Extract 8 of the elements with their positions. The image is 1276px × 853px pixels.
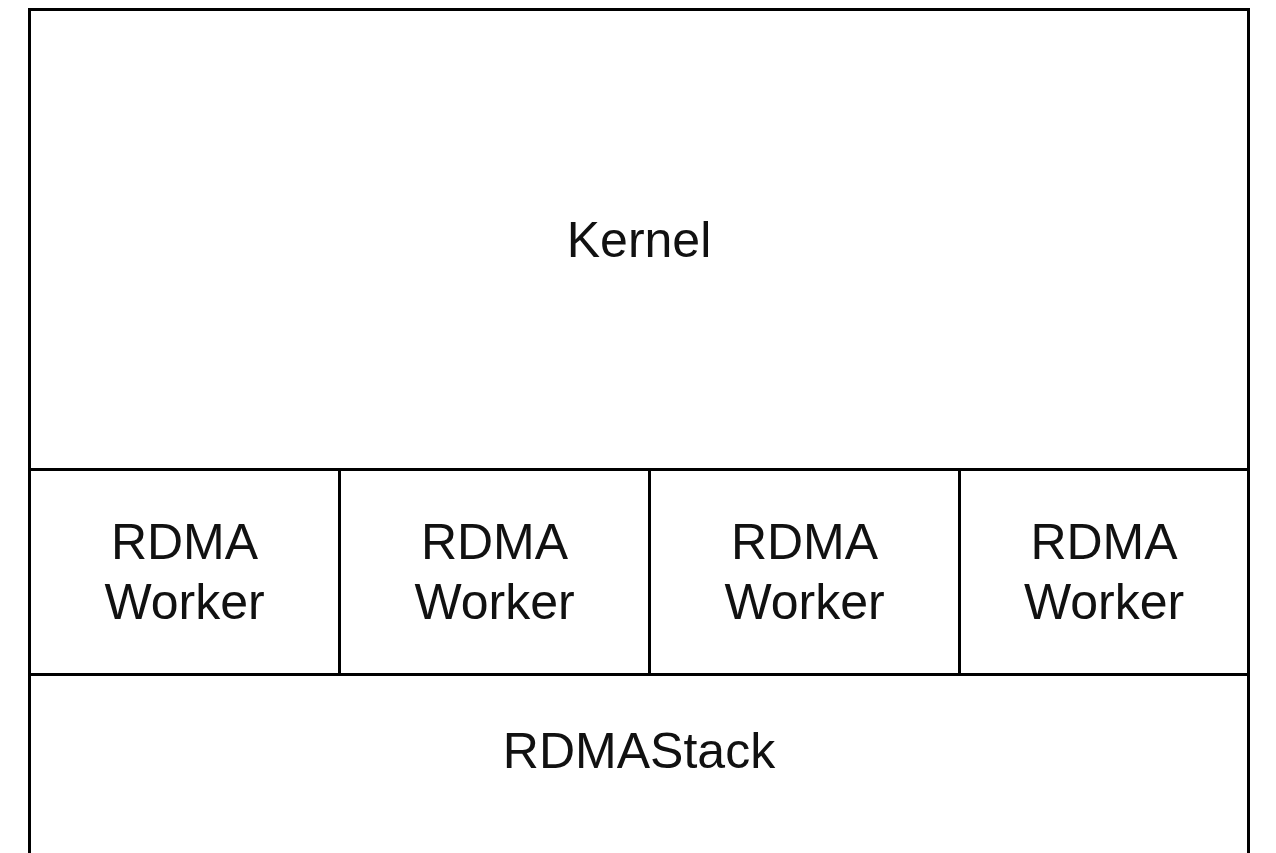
- layer-label: RDMA Worker: [103, 513, 266, 632]
- layer-box: [28, 8, 1250, 471]
- layer-label: RDMAStack: [502, 722, 776, 781]
- layer-label: RDMA Worker: [1022, 513, 1186, 632]
- layer-label: Kernel: [566, 210, 712, 270]
- layer-box: [28, 673, 1250, 853]
- layer-label: RDMA Worker: [723, 513, 886, 632]
- layer-label: RDMA Worker: [413, 513, 576, 632]
